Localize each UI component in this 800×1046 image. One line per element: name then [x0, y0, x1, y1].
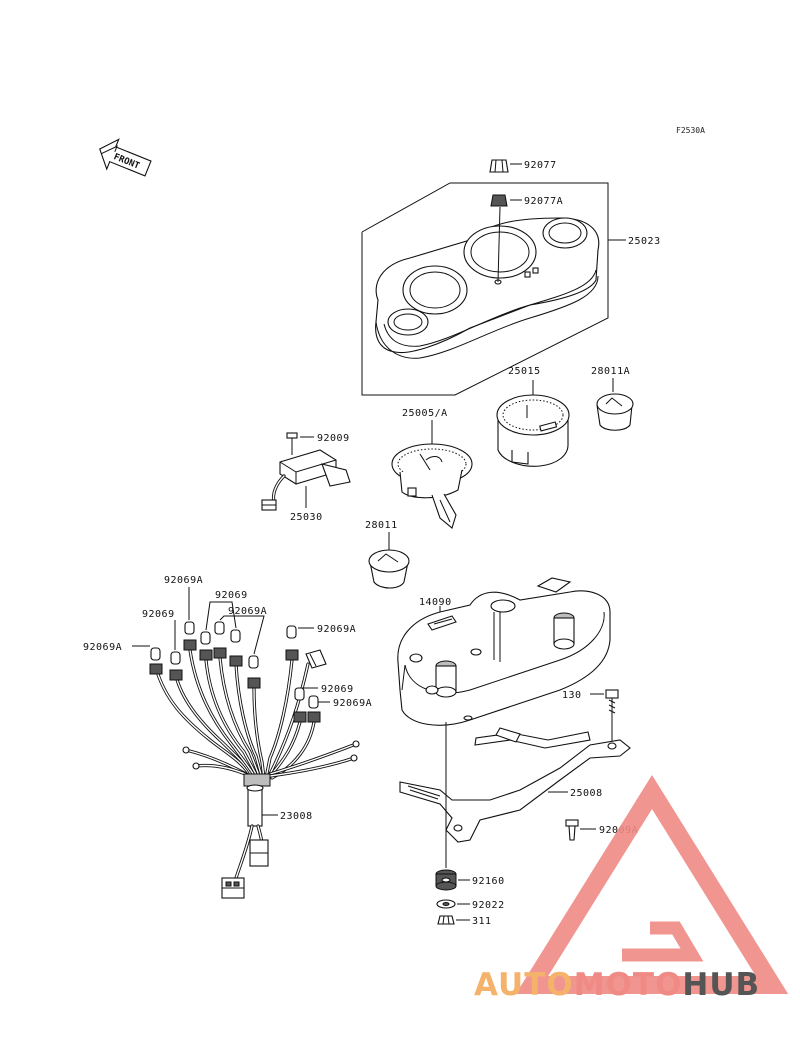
watermark-part3: HUB [682, 967, 760, 1003]
callout-92077a: 92077A [524, 196, 563, 207]
callout-130: 130 [562, 690, 582, 701]
washer-92022 [436, 899, 456, 909]
callout-25005a: 25005/A [402, 408, 448, 419]
callout-92069-r2: 92069 [321, 684, 354, 695]
gauge-25015 [496, 394, 570, 467]
watermark-text: AUTOMOTOHUB [474, 967, 760, 1003]
screw-92009a [565, 819, 579, 841]
callout-92160: 92160 [472, 876, 505, 887]
callout-92069a-right: 92069A [317, 624, 356, 635]
watermark-part1: AUTO [474, 967, 574, 1003]
automotohub-logo [515, 774, 789, 994]
callout-25015: 25015 [508, 366, 541, 377]
callout-25008: 25008 [570, 788, 603, 799]
callout-311: 311 [472, 916, 492, 927]
speedometer-25005a [391, 443, 473, 529]
gauge-28011 [368, 549, 410, 589]
wiring-harness-23008 [154, 648, 360, 899]
callout-25023: 25023 [628, 236, 661, 247]
bolt-130 [605, 689, 619, 716]
callout-92009: 92009 [317, 433, 350, 444]
callout-23008: 23008 [280, 811, 313, 822]
svg-text:AUTOMOTOHUB: AUTOMOTOHUB [474, 967, 760, 1003]
meter-cover-25023 [361, 182, 609, 396]
callout-92069-left: 92069 [142, 609, 175, 620]
bulb-sockets [149, 639, 321, 723]
watermark-part2: MOTO [574, 967, 683, 1003]
bulbs [150, 621, 319, 709]
grommet-92077a [490, 194, 508, 207]
callout-25030: 25030 [290, 512, 323, 523]
gauge-28011a [596, 393, 634, 431]
callout-92069a-left: 92069A [83, 642, 122, 653]
callout-92077: 92077 [524, 160, 557, 171]
plug-92077 [489, 159, 509, 173]
regulator-25030 [261, 449, 351, 511]
callout-92069a-r2: 92069A [333, 698, 372, 709]
callout-92022: 92022 [472, 900, 505, 911]
callout-14090: 14090 [419, 597, 452, 608]
callout-92069a-top: 92069A [164, 575, 203, 586]
figure-code: F2530A [676, 126, 705, 135]
front-arrow-icon: FRONT [99, 138, 152, 177]
meter-case-14090 [397, 577, 611, 726]
callout-92069a-mid: 92069A [228, 606, 267, 617]
grommet-92160 [435, 869, 457, 891]
screw-92009 [286, 432, 298, 446]
callout-28011a: 28011A [591, 366, 630, 377]
bracket-25008 [399, 727, 631, 843]
nut-311 [437, 915, 455, 925]
callout-92069-top: 92069 [215, 590, 248, 601]
callout-28011: 28011 [365, 520, 398, 531]
